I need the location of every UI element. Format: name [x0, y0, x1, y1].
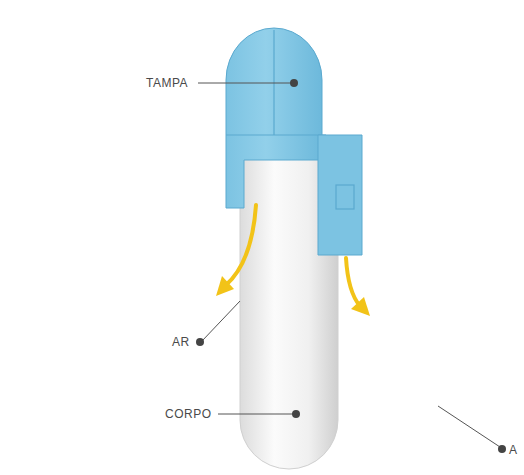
- air-arrowhead: [351, 297, 370, 316]
- air-arrow: [226, 205, 256, 285]
- leader-dot: [292, 410, 300, 418]
- leader-dot: [498, 445, 506, 453]
- leader-dot: [196, 338, 204, 346]
- part-label: CORPO: [165, 407, 212, 421]
- flap-latch: [336, 185, 354, 209]
- cap-step: [226, 135, 322, 136]
- capsule-cap: [226, 28, 326, 208]
- leader-line: [198, 83, 293, 84]
- part-label: A: [509, 443, 518, 457]
- leader-line: [218, 414, 294, 415]
- cap-flap: [318, 135, 362, 255]
- part-label: TAMPA: [146, 76, 188, 90]
- leader-dot: [290, 79, 298, 87]
- leader-line: [202, 301, 240, 341]
- air-arrow: [346, 258, 360, 306]
- air-arrowhead: [216, 276, 234, 296]
- part-label: AR: [172, 335, 190, 349]
- leader-line: [438, 406, 500, 447]
